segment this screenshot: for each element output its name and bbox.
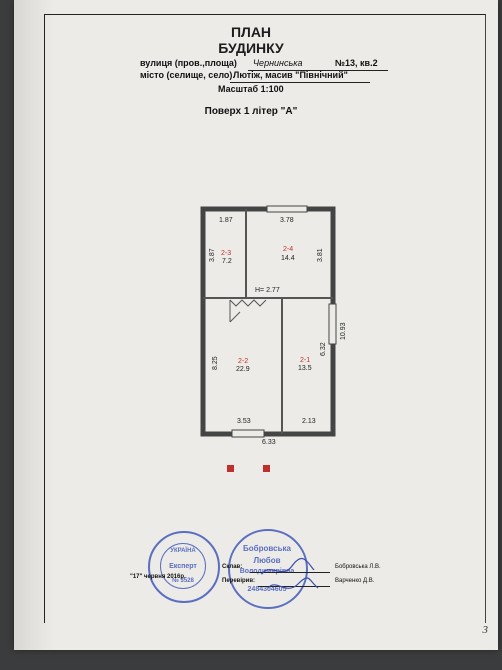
dim-bottom-right: 2.13 [302, 418, 316, 425]
dim-right-total: 10.93 [340, 322, 347, 340]
expert-stamp [148, 531, 220, 603]
dim-top-left: 1.87 [219, 217, 233, 224]
dim-left-lower: 8.25 [212, 356, 219, 370]
floor-title: Поверх 1 літер "А" [204, 106, 298, 117]
dim-bottom-total: 6.33 [262, 439, 276, 446]
dim-bottom-left: 3.53 [237, 418, 251, 425]
room-area-2-3: 7.2 [222, 258, 232, 265]
checked-name: Варченко Д.В. [335, 578, 375, 584]
dim-mid-upper: 3.81 [317, 248, 324, 262]
page-frame [44, 14, 486, 623]
room-code-2-1: 2-1 [300, 357, 310, 364]
street-label: вулиця (пров.,площа) [140, 58, 237, 68]
city-underline [230, 82, 370, 83]
room-area-2-1: 13.5 [298, 365, 312, 372]
room-area-2-4: 14.4 [281, 255, 295, 262]
round-stamp-line2: Любов [253, 556, 281, 565]
title-line-2: БУДИНКУ [218, 40, 284, 56]
window-right [328, 303, 337, 345]
room-code-2-3: 2-3 [221, 250, 231, 257]
round-stamp-line3: Володимирівна [232, 568, 302, 575]
round-stamp-line4: 2484304605 [247, 586, 287, 593]
window-bottom [231, 429, 265, 438]
dim-left-upper: 3.87 [209, 248, 216, 262]
drew-line [250, 572, 330, 573]
drew-label: Склав: [222, 564, 243, 570]
signature-checked [267, 577, 319, 589]
expert-stamp-middle: Експерт [169, 563, 197, 570]
dim-top-right: 3.78 [280, 217, 294, 224]
street-underline [248, 70, 388, 71]
dim-mid-lower: 6.32 [320, 342, 327, 356]
house-number: №13, кв.2 [335, 58, 378, 68]
round-stamp-line1: Бобровська [243, 544, 291, 553]
drew-name: Бобровська Л.В. [335, 564, 381, 570]
marker-left [227, 465, 234, 472]
city-label: місто (селище, село) [140, 70, 233, 80]
checked-label: Перевірив: [222, 578, 256, 584]
dim-height: Н= 2.77 [255, 287, 280, 294]
round-stamp [228, 529, 308, 609]
window-top [266, 205, 308, 213]
expert-stamp-bottom: № 3528 [172, 578, 194, 584]
date-text: "17" червня 2016р. [130, 574, 186, 580]
stairs [229, 299, 267, 307]
city-value: Лютіж, масив "Північний" [233, 70, 348, 80]
room-code-2-4: 2-4 [283, 246, 293, 253]
expert-stamp-top: УКРАЇНА [170, 548, 196, 554]
street-value: Чернинська [253, 58, 303, 68]
stairs-arrow [229, 311, 241, 323]
scale-text: Масштаб 1:100 [218, 84, 284, 94]
signature-drew [261, 557, 315, 575]
title-line-1: ПЛАН [230, 24, 272, 40]
marker-right [263, 465, 270, 472]
page-edge [14, 0, 54, 650]
room-area-2-2: 22.9 [236, 366, 250, 373]
expert-stamp-inner [160, 543, 206, 589]
room-code-2-2: 2-2 [238, 358, 248, 365]
page-number: 3 [482, 624, 489, 636]
